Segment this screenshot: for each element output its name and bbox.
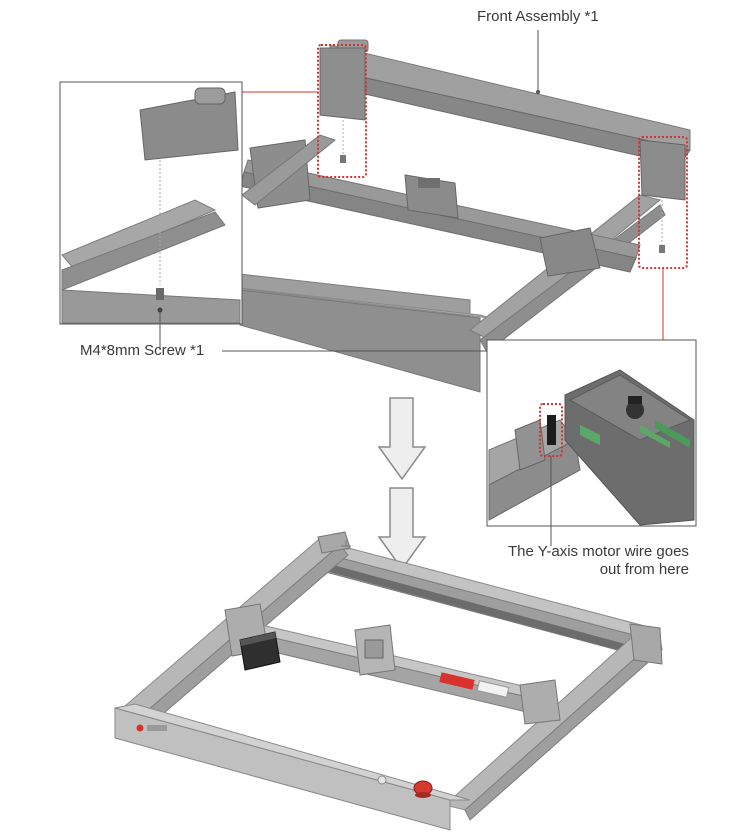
- motor-wire-label: The Y-axis motor wire goes out from here: [508, 543, 689, 579]
- exploded-frame: [59, 30, 691, 393]
- motor-wire-label-line2: out from here: [599, 561, 689, 578]
- down-arrow-icon: [377, 397, 427, 481]
- emergency-stop-button: [413, 780, 433, 798]
- ground-symbol-icon: [341, 540, 351, 550]
- down-arrow-icon: [377, 487, 427, 571]
- screw-label: M4*8mm Screw *1: [80, 342, 205, 359]
- inset-left: [59, 81, 243, 325]
- inset-right: [486, 339, 697, 527]
- assembled-frame: [114, 531, 663, 831]
- front-assembly-label: Front Assembly *1: [477, 8, 599, 25]
- callout-leader-lines: [242, 91, 664, 340]
- motor-wire-label-line1: The Y-axis motor wire goes: [508, 543, 689, 560]
